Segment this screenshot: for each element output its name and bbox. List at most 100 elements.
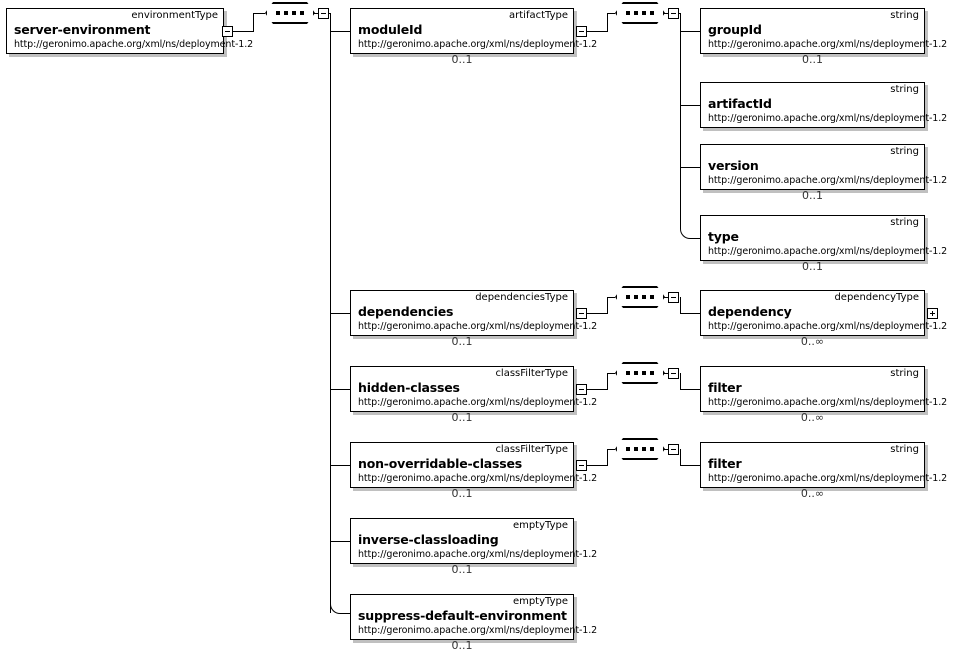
collapse-toggle-module-id-sequence[interactable] xyxy=(668,8,679,19)
connector-line xyxy=(253,13,265,14)
node-name-label: moduleId xyxy=(358,22,423,37)
node-namespace-label: http://geronimo.apache.org/xml/ns/deploy… xyxy=(358,397,598,408)
connector-line xyxy=(331,541,350,542)
connector-line xyxy=(587,31,607,32)
connector-line xyxy=(607,449,608,466)
cardinality-suppress-default-environment: 0..1 xyxy=(451,639,473,652)
node-namespace-label: http://geronimo.apache.org/xml/ns/deploy… xyxy=(708,175,948,186)
expand-toggle-dependency[interactable] xyxy=(927,308,938,319)
node-dependency[interactable]: dependencyType dependency http://geronim… xyxy=(700,290,947,336)
connector-line xyxy=(233,31,253,32)
connector-line xyxy=(663,373,669,374)
node-namespace-label: http://geronimo.apache.org/xml/ns/deploy… xyxy=(708,39,948,50)
node-namespace-label: http://geronimo.apache.org/xml/ns/deploy… xyxy=(708,321,948,332)
node-group-id[interactable]: string groupId http://geronimo.apache.or… xyxy=(700,8,947,54)
node-type-label: string xyxy=(890,10,919,21)
node-non-overridable-classes-filter[interactable]: string filter http://geronimo.apache.org… xyxy=(700,442,947,488)
node-server-environment[interactable]: environmentType server-environment http:… xyxy=(6,8,253,54)
connector-line xyxy=(663,297,669,298)
node-type-label: emptyType xyxy=(512,596,568,607)
node-type-label: dependenciesType xyxy=(475,292,568,303)
connector-line xyxy=(663,13,669,14)
node-type-label: environmentType xyxy=(131,10,218,21)
node-namespace-label: http://geronimo.apache.org/xml/ns/deploy… xyxy=(358,39,598,50)
connector-line xyxy=(607,297,615,298)
node-name-label: non-overridable-classes xyxy=(358,456,523,471)
node-type-label: string xyxy=(890,146,919,157)
collapse-toggle-non-overridable-classes[interactable] xyxy=(576,460,587,471)
connector-line xyxy=(680,389,700,390)
connector-line xyxy=(587,313,607,314)
node-namespace-label: http://geronimo.apache.org/xml/ns/deploy… xyxy=(358,549,598,560)
collapse-toggle-server-environment[interactable] xyxy=(222,26,233,37)
cardinality-dependencies: 0..1 xyxy=(451,335,473,348)
node-type-label: string xyxy=(890,368,919,379)
collapse-toggle-hidden-classes[interactable] xyxy=(576,384,587,395)
sequence-dots-icon xyxy=(626,447,654,451)
node-namespace-label: http://geronimo.apache.org/xml/ns/deploy… xyxy=(708,113,948,124)
connector-line xyxy=(331,31,350,32)
node-type-label: classFilterType xyxy=(495,368,568,379)
sequence-dots-icon xyxy=(626,11,654,15)
sequence-dots-icon xyxy=(626,295,654,299)
node-inverse-classloading[interactable]: emptyType inverse-classloading http://ge… xyxy=(350,518,597,564)
connector-line xyxy=(587,389,607,390)
cardinality-module-id: 0..1 xyxy=(451,53,473,66)
node-name-label: version xyxy=(708,158,759,173)
node-type-label: artifactType xyxy=(509,10,568,21)
node-hidden-classes[interactable]: classFilterType hidden-classes http://ge… xyxy=(350,366,597,412)
node-type-label: string xyxy=(890,444,919,455)
node-artifact-id[interactable]: string artifactId http://geronimo.apache… xyxy=(700,82,947,128)
node-name-label: type xyxy=(708,229,739,244)
collapse-toggle-module-id[interactable] xyxy=(576,26,587,37)
collapse-toggle-dependencies[interactable] xyxy=(576,308,587,319)
node-type-label: emptyType xyxy=(512,520,568,531)
node-module-id[interactable]: artifactType moduleId http://geronimo.ap… xyxy=(350,8,597,54)
connector-line xyxy=(692,238,700,239)
connector-line xyxy=(342,613,350,614)
collapse-toggle-dependencies-sequence[interactable] xyxy=(668,292,679,303)
node-type-label: string xyxy=(890,217,919,228)
tree-trunk-line xyxy=(330,13,331,613)
connector-line xyxy=(680,465,700,466)
node-dependencies[interactable]: dependenciesType dependencies http://ger… xyxy=(350,290,597,336)
node-namespace-label: http://geronimo.apache.org/xml/ns/deploy… xyxy=(708,473,948,484)
node-version[interactable]: string version http://geronimo.apache.or… xyxy=(700,144,947,190)
sequence-compositor-dependencies[interactable] xyxy=(615,286,668,311)
node-namespace-label: http://geronimo.apache.org/xml/ns/deploy… xyxy=(358,473,598,484)
node-namespace-label: http://geronimo.apache.org/xml/ns/deploy… xyxy=(358,321,598,332)
connector-line xyxy=(681,167,700,168)
cardinality-type: 0..1 xyxy=(802,260,823,273)
tree-trunk-elbow xyxy=(680,226,693,239)
collapse-toggle-hidden-classes-sequence[interactable] xyxy=(668,368,679,379)
cardinality-version: 0..1 xyxy=(802,189,823,202)
node-suppress-default-environment[interactable]: emptyType suppress-default-environment h… xyxy=(350,594,597,640)
node-type-label: dependencyType xyxy=(834,292,919,303)
cardinality-hidden-classes-filter: 0..∞ xyxy=(800,411,825,424)
collapse-toggle-non-overridable-classes-sequence[interactable] xyxy=(668,444,679,455)
node-name-label: suppress-default-environment xyxy=(358,608,567,623)
sequence-compositor-root[interactable] xyxy=(265,2,318,27)
sequence-compositor-non-overridable-classes[interactable] xyxy=(615,438,668,463)
collapse-toggle-root-sequence[interactable] xyxy=(318,8,329,19)
node-type[interactable]: string type http://geronimo.apache.org/x… xyxy=(700,215,947,261)
node-name-label: dependency xyxy=(708,304,792,319)
node-hidden-classes-filter[interactable]: string filter http://geronimo.apache.org… xyxy=(700,366,947,412)
connector-line xyxy=(607,449,615,450)
node-non-overridable-classes[interactable]: classFilterType non-overridable-classes … xyxy=(350,442,597,488)
node-name-label: hidden-classes xyxy=(358,380,460,395)
node-name-label: server-environment xyxy=(14,22,151,37)
node-type-label: string xyxy=(890,84,919,95)
node-name-label: artifactId xyxy=(708,96,772,111)
connector-line xyxy=(680,297,681,314)
connector-line xyxy=(680,373,681,390)
node-name-label: inverse-classloading xyxy=(358,532,499,547)
connector-line xyxy=(607,13,608,32)
sequence-compositor-module-id[interactable] xyxy=(615,2,668,27)
sequence-compositor-hidden-classes[interactable] xyxy=(615,362,668,387)
tree-trunk-elbow xyxy=(330,601,343,614)
node-namespace-label: http://geronimo.apache.org/xml/ns/deploy… xyxy=(358,625,598,636)
cardinality-group-id: 0..1 xyxy=(802,53,823,66)
node-name-label: filter xyxy=(708,380,742,395)
